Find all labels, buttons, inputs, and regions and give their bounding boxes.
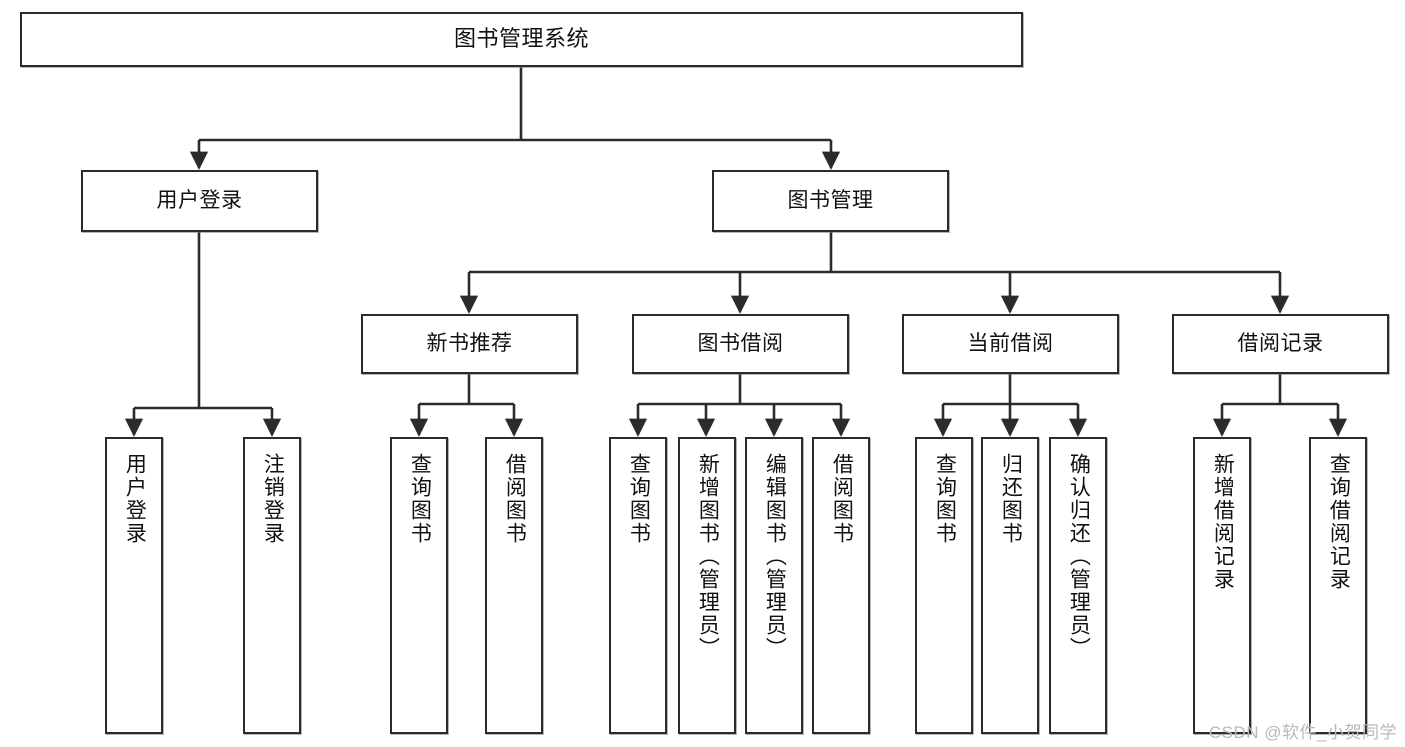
node-label: 注销登录 bbox=[261, 453, 285, 545]
leaf-query-book-new[interactable]: 查询图书 bbox=[390, 437, 448, 734]
node-label: 确认归还（管理员） bbox=[1067, 453, 1091, 660]
node-label: 图书管理系统 bbox=[453, 26, 589, 52]
node-borrow-records[interactable]: 借阅记录 bbox=[1172, 314, 1389, 374]
node-user-login[interactable]: 用户登录 bbox=[81, 170, 318, 232]
node-label: 查询图书 bbox=[933, 453, 957, 545]
node-root-system[interactable]: 图书管理系统 bbox=[20, 12, 1023, 67]
node-label: 用户登录 bbox=[156, 189, 243, 213]
leaf-user-logout[interactable]: 注销登录 bbox=[243, 437, 301, 734]
node-label: 查询图书 bbox=[627, 453, 651, 545]
node-label: 归还图书 bbox=[999, 453, 1023, 545]
node-book-management[interactable]: 图书管理 bbox=[712, 170, 949, 232]
node-label: 新书推荐 bbox=[426, 332, 513, 356]
node-label: 借阅记录 bbox=[1237, 332, 1324, 356]
node-label: 借阅图书 bbox=[830, 453, 854, 545]
node-new-book-recommend[interactable]: 新书推荐 bbox=[361, 314, 578, 374]
node-label: 新增图书（管理员） bbox=[696, 453, 720, 660]
leaf-return-book[interactable]: 归还图书 bbox=[981, 437, 1039, 734]
leaf-query-book-borrow[interactable]: 查询图书 bbox=[609, 437, 667, 734]
leaf-query-book-current[interactable]: 查询图书 bbox=[915, 437, 973, 734]
leaf-query-borrow-record[interactable]: 查询借阅记录 bbox=[1309, 437, 1367, 734]
leaf-borrow-book[interactable]: 借阅图书 bbox=[812, 437, 870, 734]
node-label: 借阅图书 bbox=[503, 453, 527, 545]
node-book-borrow[interactable]: 图书借阅 bbox=[632, 314, 849, 374]
node-label: 查询图书 bbox=[408, 453, 432, 545]
leaf-edit-book-admin[interactable]: 编辑图书（管理员） bbox=[745, 437, 803, 734]
node-label: 当前借阅 bbox=[967, 332, 1054, 356]
node-current-borrow[interactable]: 当前借阅 bbox=[902, 314, 1119, 374]
leaf-borrow-book-new[interactable]: 借阅图书 bbox=[485, 437, 543, 734]
node-label: 图书借阅 bbox=[697, 332, 784, 356]
leaf-user-login[interactable]: 用户登录 bbox=[105, 437, 163, 734]
node-label: 查询借阅记录 bbox=[1327, 453, 1351, 591]
node-label: 用户登录 bbox=[123, 453, 147, 545]
watermark-text: CSDN @软件_小贺同学 bbox=[1208, 723, 1397, 742]
node-label: 编辑图书（管理员） bbox=[763, 453, 787, 660]
node-label: 新增借阅记录 bbox=[1211, 453, 1235, 591]
leaf-confirm-return-admin[interactable]: 确认归还（管理员） bbox=[1049, 437, 1107, 734]
node-label: 图书管理 bbox=[787, 189, 874, 213]
leaf-add-borrow-record[interactable]: 新增借阅记录 bbox=[1193, 437, 1251, 734]
leaf-add-book-admin[interactable]: 新增图书（管理员） bbox=[678, 437, 736, 734]
